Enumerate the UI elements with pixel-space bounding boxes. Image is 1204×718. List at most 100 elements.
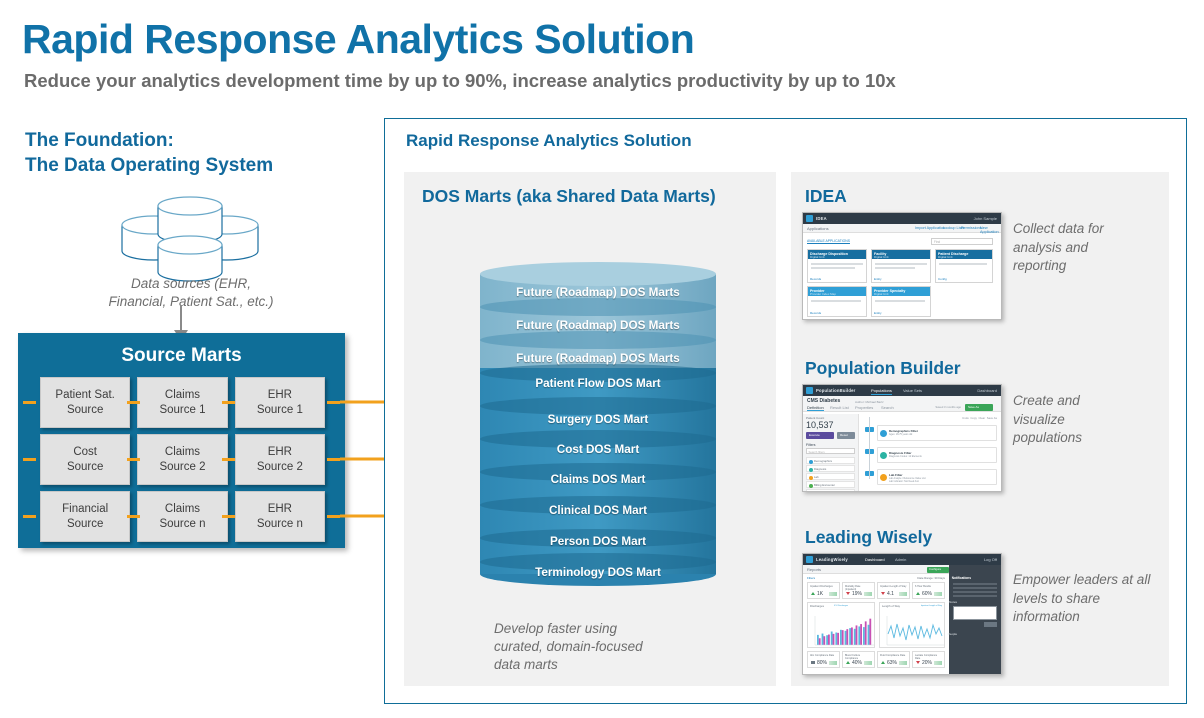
mini-app-card[interactable]: Discharge Disposition Digital Unit Recor… — [807, 249, 867, 283]
mini-criteria-sub: Ages: 18-75 years old — [889, 432, 913, 436]
connector-stub — [23, 401, 36, 404]
mini-kpi-value: 80% — [817, 659, 828, 666]
mini-link[interactable]: Permissions — [961, 226, 982, 230]
apps-panel: IDEA IDEA John Sample Applications Impor… — [791, 172, 1169, 686]
mini-kpi-label: Fluid Compliance Rate — [880, 653, 906, 657]
mini-criteria-icon — [880, 452, 887, 459]
mini-configure-button[interactable]: Configure — [927, 566, 949, 573]
source-mart-cell[interactable]: Claims Source n — [137, 491, 228, 542]
mini-nav-item[interactable]: Admin — [895, 557, 907, 562]
mini-chart-title: Length of Stay — [882, 604, 901, 608]
mini-link[interactable]: Lookup Lists — [943, 226, 965, 230]
dos-mart-label: Future (Roadmap) DOS Marts — [516, 352, 680, 365]
chart-bar — [853, 628, 856, 645]
mini-card-header — [808, 287, 866, 296]
mini-filter-icon — [808, 483, 813, 488]
mini-logoff[interactable]: Log Off — [983, 557, 997, 562]
mini-chart-los[interactable]: Length of Stay Inpatient Length of Stay — [879, 602, 945, 648]
mini-toolbar-item[interactable]: Copy — [970, 416, 977, 420]
dos-mart-label: Clinical DOS Mart — [548, 504, 648, 517]
source-mart-cell[interactable]: Claims Source 2 — [137, 434, 228, 485]
mini-filter-item[interactable]: Procedure — [806, 489, 855, 491]
mini-reset-button[interactable]: Reset — [837, 432, 855, 439]
dos-mart-layer[interactable]: Future (Roadmap) DOS Marts — [480, 309, 716, 342]
trend-up-icon — [846, 660, 850, 664]
mini-toolbar-item[interactable]: Clear — [978, 416, 986, 420]
mini-filters-label[interactable]: Filters — [807, 576, 816, 580]
mini-link[interactable]: Import Application — [915, 226, 946, 230]
dos-mart-layer[interactable]: Claims DOS Mart — [480, 463, 716, 496]
mini-kpi-label: Mortality Rate (Inpatient) — [845, 584, 861, 591]
dos-mart-layer[interactable]: Future (Roadmap) DOS Marts — [480, 276, 716, 309]
mini-date-range[interactable]: Date Range: 30 Days — [917, 576, 945, 580]
dos-mart-layer[interactable]: Surgery DOS Mart — [480, 403, 716, 436]
mini-people-label: People — [947, 632, 957, 636]
dos-mart-layer[interactable]: Clinical DOS Mart — [480, 494, 716, 527]
dos-mart-layer[interactable]: Future (Roadmap) DOS Marts — [480, 342, 716, 375]
foundation-title-line1: The Foundation: — [25, 130, 174, 151]
mini-filter-search[interactable]: Search filters — [806, 448, 855, 454]
mini-kpi-tile[interactable]: Mortality Rate (Inpatient)19% — [842, 582, 875, 599]
source-mart-cell[interactable]: Financial Source — [40, 491, 131, 542]
dos-mart-layer[interactable]: Cost DOS Mart — [480, 433, 716, 466]
mini-search-input[interactable]: Find — [931, 238, 993, 245]
mini-kpi-sparkline — [899, 661, 907, 665]
mini-filter-item[interactable]: Demographics — [806, 457, 855, 464]
chart-bar — [846, 629, 849, 645]
population-builder-screenshot[interactable]: PopulationBuilder Populations Value Sets… — [802, 384, 1002, 492]
mini-card-link[interactable]: Records — [810, 276, 822, 281]
mini-chart-discharges[interactable]: Discharges ICU Discharges — [807, 602, 875, 648]
mini-note-input[interactable] — [953, 606, 997, 620]
dos-mart-layer[interactable]: Patient Flow DOS Mart — [480, 367, 716, 400]
source-mart-cell[interactable]: EHR Source 1 — [234, 377, 325, 428]
mini-nav-item[interactable]: Value Sets — [903, 388, 923, 393]
source-mart-cell[interactable]: EHR Source n — [234, 491, 325, 542]
mini-app-card[interactable]: Provider Specialty Digital Unit Entity — [871, 286, 931, 317]
mini-card-link[interactable]: Entity — [874, 276, 882, 281]
mini-link[interactable]: New Application — [980, 226, 999, 234]
mini-tab[interactable]: Properties — [855, 405, 874, 410]
leading-wisely-screenshot[interactable]: LeadingWisely Dashboard Admin Log Off Re… — [802, 553, 1002, 675]
mini-tab[interactable]: Search — [881, 405, 894, 410]
mini-toolbar-item[interactable]: Save As — [986, 416, 997, 420]
source-mart-cell[interactable]: Patient Sat. Source — [40, 377, 131, 428]
dos-mart-layer[interactable]: Person DOS Mart — [480, 525, 716, 558]
mini-filter-item[interactable]: Diagnosis — [806, 465, 855, 472]
mini-note-post-button[interactable] — [984, 622, 997, 627]
mini-filter-item[interactable]: Billing Encounter — [806, 481, 855, 488]
idea-screenshot[interactable]: IDEA John Sample Applications Import App… — [802, 212, 1002, 320]
mini-app-card[interactable]: Facility Digital Unit Entity — [871, 249, 931, 283]
mini-filter-item[interactable]: Lab — [806, 473, 855, 480]
source-mart-cell[interactable]: Claims Source 1 — [137, 377, 228, 428]
mini-tab[interactable]: Result List — [830, 405, 849, 410]
mini-card-link[interactable]: Config — [938, 276, 947, 281]
page-title: Rapid Response Analytics Solution — [22, 16, 695, 62]
mini-save-button[interactable]: Save As — [965, 404, 993, 411]
page-subtitle: Reduce your analytics development time b… — [24, 70, 896, 91]
source-mart-cell[interactable]: EHR Source 2 — [234, 434, 325, 485]
mini-execute-button[interactable]: Execute — [806, 432, 834, 439]
mini-tab[interactable]: Definition — [807, 405, 824, 411]
mini-user[interactable]: Dashboard — [977, 388, 997, 393]
mini-app-card[interactable]: Patient Discharge Digital Unit Config — [935, 249, 993, 283]
mini-app-card[interactable]: Provider Provider Index Map Records — [807, 286, 867, 317]
source-mart-cell[interactable]: Cost Source — [40, 434, 131, 485]
mini-card-link[interactable]: Records — [810, 310, 822, 315]
mini-card-link[interactable]: Entity — [874, 310, 882, 315]
mini-nav-item[interactable]: Dashboard — [865, 557, 885, 562]
connector-stub — [327, 515, 340, 518]
mini-user[interactable]: John Sample — [973, 216, 997, 221]
dos-mart-layer[interactable]: Terminology DOS Mart — [480, 556, 716, 589]
mini-toolbar-item[interactable]: Undo — [962, 416, 969, 420]
mini-nav-item[interactable]: Populations — [871, 388, 892, 395]
